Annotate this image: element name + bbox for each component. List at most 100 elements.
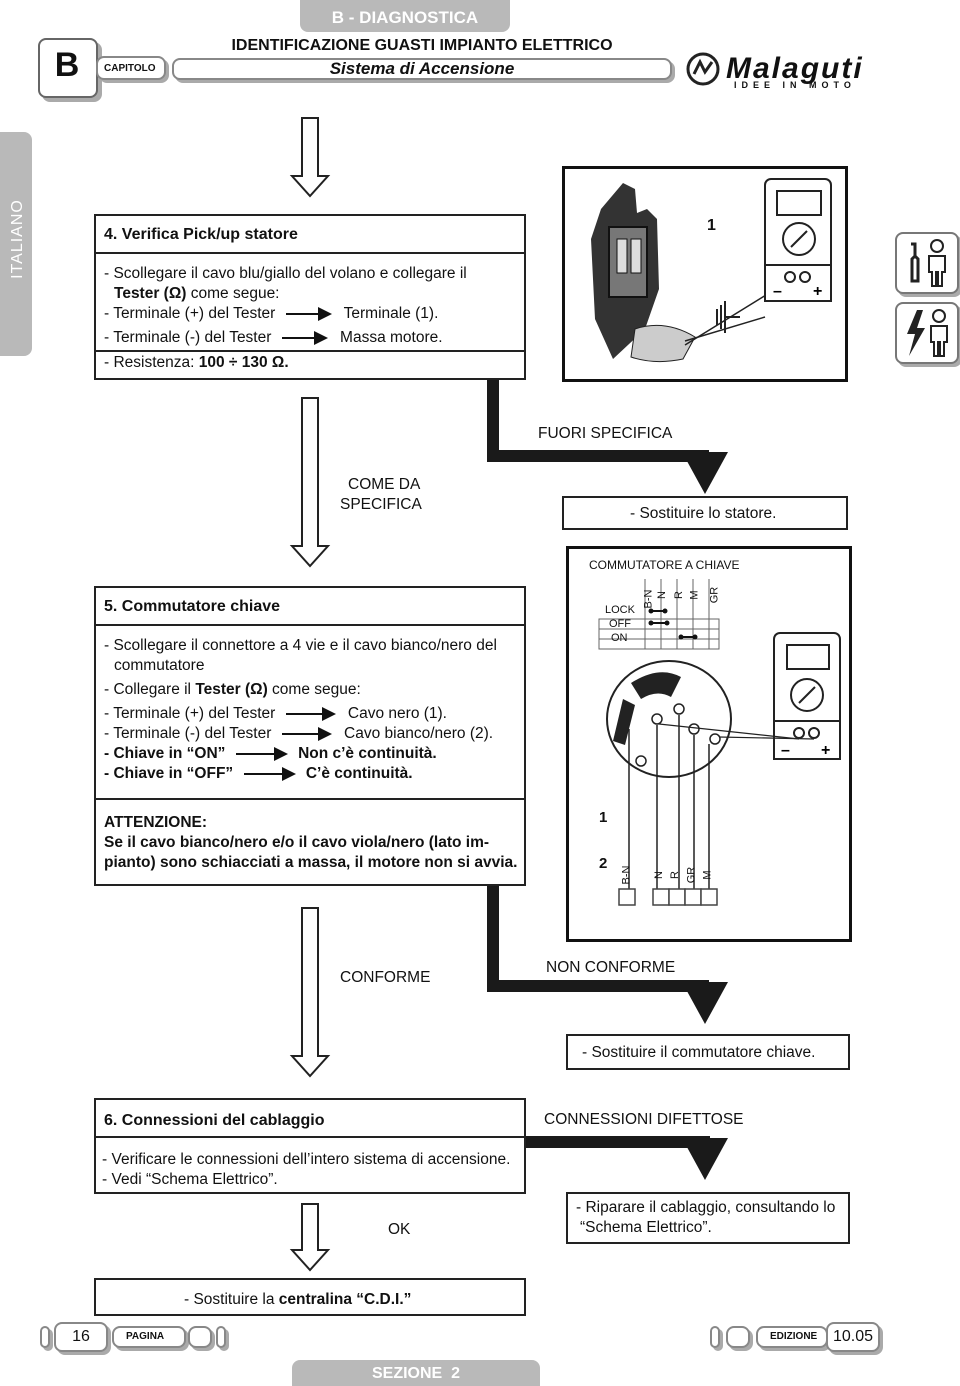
step5-line3: - Collegare il Tester (Ω) come segue: (104, 680, 361, 700)
step4-line3-b: Terminale (1). (343, 305, 439, 322)
footer-pill-left (188, 1326, 212, 1348)
arrow-icon (285, 306, 332, 321)
key-switch-diagram: – + (598, 579, 841, 906)
svg-text:–: – (773, 283, 782, 300)
step5-line6-b: Non c’è continuità. (298, 745, 437, 762)
step4-line5: - Resistenza: 100 ÷ 130 Ω. (104, 353, 289, 373)
col-bn: B-N (642, 589, 655, 609)
section-tab-label: B - DIAGNOSTICA (331, 8, 479, 27)
svg-text:+: + (813, 283, 822, 300)
replace-stator-box: - Sostituire lo statore. (562, 496, 848, 530)
key-switch-title: COMMUTATORE A CHIAVE (589, 558, 740, 572)
row-on: ON (611, 632, 628, 644)
step4-line4-a: - Terminale (-) del Tester (104, 329, 272, 346)
section-footer-tab (292, 1360, 540, 1386)
step4-line2: Tester (Ω) come segue: (114, 284, 280, 304)
tester-ohm: Tester (Ω) (114, 285, 187, 302)
footer-pill-right0 (710, 1326, 720, 1348)
warning-line1: Se il cavo bianco/nero e/o il cavo viola… (104, 834, 490, 851)
arrow-down-4 (289, 1203, 331, 1272)
page-title: IDENTIFICAZIONE GUASTI IMPIANTO ELETTRIC… (231, 37, 613, 54)
electrician-icon (895, 302, 959, 364)
replace-cdi-a: - Sostituire la (184, 1291, 279, 1308)
bottom-col-gr: GR (685, 866, 698, 884)
conform-label: CONFORME (340, 969, 431, 986)
chapter-label: CAPITOLO (104, 63, 156, 74)
step5-line5-b: Cavo bianco/nero (2). (344, 725, 494, 742)
edition-value: 10.05 (832, 1328, 874, 1345)
brand-tagline: IDEE IN MOTO (734, 80, 856, 90)
resistance-value: 100 ÷ 130 Ω. (198, 354, 289, 371)
arrow-icon (243, 766, 296, 781)
mechanic-icon (895, 232, 959, 294)
replace-cdi-b: centralina “C.D.I.” (278, 1291, 412, 1308)
step4-line1: - Scollegare il cavo blu/giallo del vola… (104, 265, 467, 282)
replace-cdi-box: - Sostituire la centralina “C.D.I.” (94, 1278, 526, 1316)
row-off: OFF (609, 618, 631, 630)
footer-pill-right (726, 1326, 750, 1348)
step6-line2: - Vedi “Schema Elettrico”. (102, 1171, 278, 1188)
in-spec-label-1: COME DA (348, 476, 421, 493)
bottom-col-m: M (701, 870, 714, 880)
arrow-icon (281, 330, 328, 345)
row-lock: LOCK (605, 604, 635, 616)
chapter-badge (38, 38, 98, 98)
warning-title: ATTENZIONE: (104, 814, 208, 831)
step5-line6: - Chiave in “ON” Non c’è continuità. (104, 744, 437, 764)
chapter-pill (96, 56, 166, 80)
step5-line4: - Terminale (+) del Tester Cavo nero (1)… (104, 704, 447, 724)
step6-title: 6. Connessioni del cablaggio (104, 1112, 325, 1129)
svg-text:–: – (781, 742, 790, 759)
step4-title: 4. Verifica Pick/up statore (104, 226, 298, 243)
pickup-connector-illustration: – + (591, 178, 832, 363)
col-m: M (688, 590, 701, 600)
svg-text:+: + (821, 742, 830, 759)
footer-pill-left0 (40, 1326, 50, 1348)
replace-switch-text: - Sostituire il commutatore chiave. (582, 1044, 816, 1061)
arrow-icon (281, 726, 332, 741)
section-tab (300, 0, 510, 32)
step5-title: 5. Commutatore chiave (104, 598, 281, 615)
footer-pill-left2 (216, 1326, 226, 1348)
brand-logo: Malaguti IDEE IN MOTO (686, 52, 886, 92)
page-label-pill (112, 1326, 186, 1348)
replace-cdi-text: - Sostituire la centralina “C.D.I.” (184, 1290, 411, 1310)
step4-line4-b: Massa motore. (340, 329, 443, 346)
bottom-col-bn: B-N (620, 865, 633, 885)
subtitle-pill (172, 58, 672, 80)
chapter-letter: B (54, 46, 80, 84)
pickup-figure: – + 1 (562, 166, 848, 382)
arrow-down-2 (289, 397, 331, 568)
step5-line5-a: - Terminale (-) del Tester (104, 725, 272, 742)
step5-line7-a: - Chiave in “OFF” (104, 765, 234, 782)
edition-label: EDIZIONE (770, 1331, 818, 1342)
step5-box: 5. Commutatore chiave - Scollegare il co… (94, 586, 526, 886)
figure-label-1: 1 (707, 217, 716, 234)
bottom-col-r: R (668, 871, 681, 879)
page-number: 16 (72, 1328, 90, 1345)
in-spec-label-2: SPECIFICA (340, 496, 422, 513)
step6-box: 6. Connessioni del cablaggio - Verificar… (94, 1098, 526, 1194)
wire-label-2: 2 (599, 855, 608, 872)
step5-line5: - Terminale (-) del Tester Cavo bianco/n… (104, 724, 493, 744)
brand-logo-mark (686, 52, 720, 86)
repair-wiring-box: - Riparare il cablaggio, consultando lo … (566, 1192, 850, 1244)
step4-line3-a: - Terminale (+) del Tester (104, 305, 276, 322)
bottom-col-n: N (652, 871, 665, 879)
col-gr: GR (708, 586, 721, 604)
repair-wiring-line1: - Riparare il cablaggio, consultando lo (576, 1199, 836, 1216)
replace-switch-box: - Sostituire il commutatore chiave. (566, 1034, 850, 1070)
step6-line1: - Verificare le connessioni dell’intero … (102, 1151, 511, 1168)
col-n: N (655, 591, 668, 599)
step5-line1: - Scollegare il connettore a 4 vie e il … (104, 637, 497, 654)
faulty-connections-label: CONNESSIONI DIFETTOSE (544, 1111, 744, 1128)
arrow-icon (235, 746, 288, 761)
step4-line4: - Terminale (-) del Tester Massa motore. (104, 328, 443, 348)
arrow-icon (285, 706, 336, 721)
step4-line3: - Terminale (+) del Tester Terminale (1)… (104, 304, 438, 324)
step5-line3-c: come segue: (267, 681, 361, 698)
key-switch-figure: COMMUTATORE A CHIAVE (566, 546, 852, 942)
page-number-pill (54, 1322, 108, 1352)
section-footer-label: SEZIONE 2 (371, 1365, 461, 1382)
